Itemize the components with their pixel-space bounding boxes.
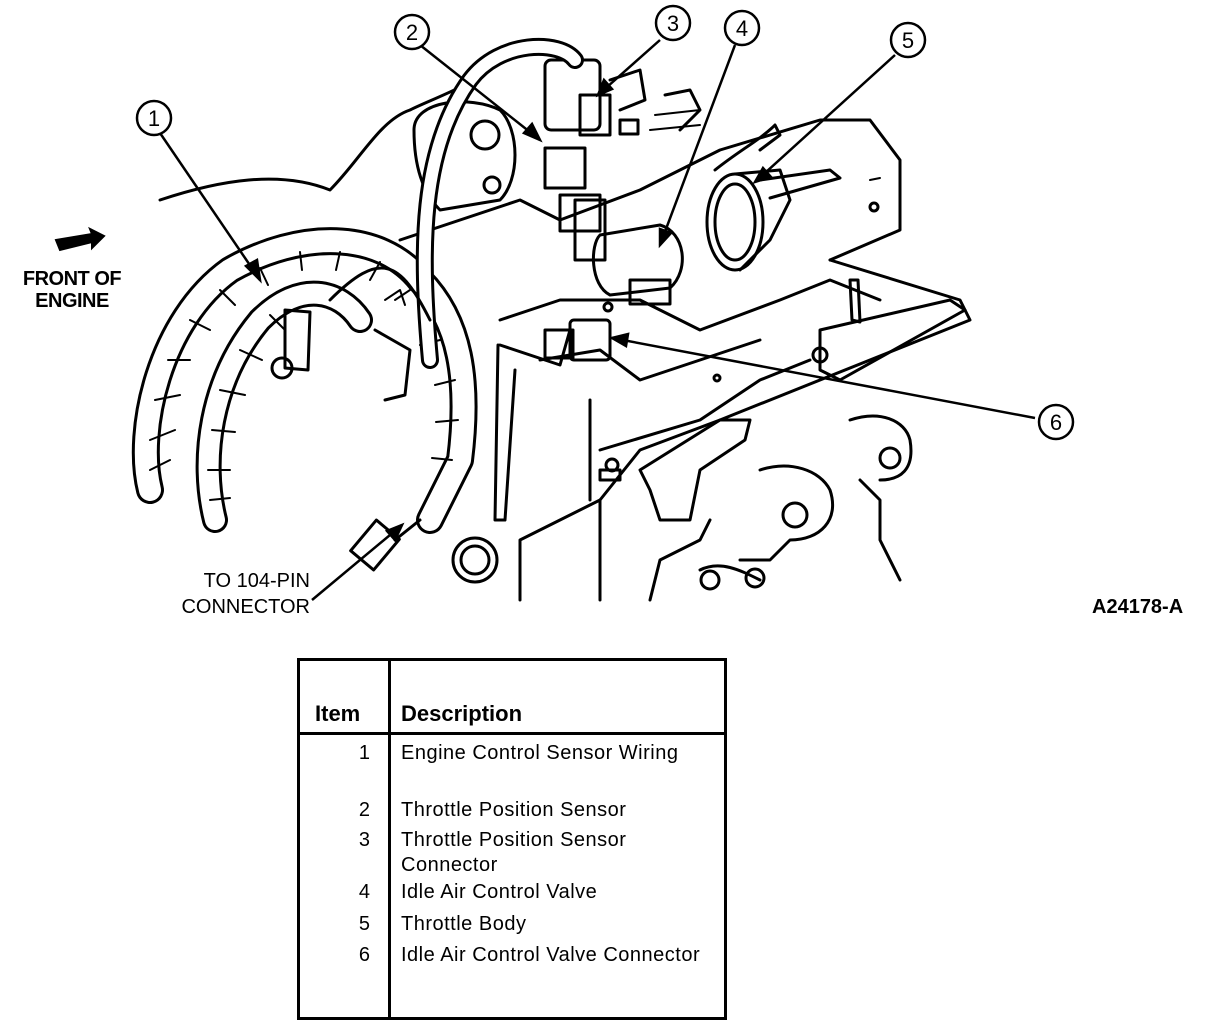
svg-text:6: 6: [1050, 410, 1062, 435]
legend-item-description: Throttle Position Sensor Connector: [401, 829, 627, 876]
callout-leaders: [158, 39, 1036, 601]
legend-item-description: Idle Air Control Valve: [401, 881, 598, 903]
engine-diagram: 1 2 3 4 5 6: [54, 4, 1075, 602]
front-arrow-icon: [54, 226, 106, 252]
legend-item-number: 4: [358, 881, 370, 903]
legend-item-description: Engine Control Sensor Wiring: [401, 742, 679, 764]
legend-item-number: 1: [358, 742, 370, 764]
figure-id: A24178-A: [1092, 596, 1184, 618]
legend-item-description: Idle Air Control Valve Connector: [401, 944, 701, 966]
callout-3: 3: [654, 4, 692, 42]
svg-text:5: 5: [902, 28, 914, 53]
engine-illustration: [131, 37, 972, 602]
svg-text:3: 3: [667, 11, 679, 36]
legend-header-description: Description: [401, 701, 523, 726]
callout-2: 2: [393, 13, 431, 51]
legend-column-divider: [388, 661, 391, 1017]
legend-item-number: 3: [358, 829, 370, 851]
callout-5: 5: [889, 21, 927, 59]
legend-header-divider: [300, 732, 724, 735]
legend-item-number: 2: [358, 799, 370, 821]
callout-1: 1: [135, 99, 173, 137]
legend-header-item: Item: [315, 701, 361, 726]
front-of-engine-line2: ENGINE: [35, 290, 109, 312]
connector-note-line2: CONNECTOR: [181, 596, 310, 618]
legend-item-description: Throttle Position Sensor: [401, 799, 627, 821]
legend-item-description: Throttle Body: [401, 913, 527, 935]
connector-note: TO 104-PIN CONNECTOR: [150, 568, 310, 620]
legend-item-number: 6: [358, 944, 370, 966]
front-of-engine-line1: FRONT OF: [22, 268, 122, 290]
connector-note-line1: TO 104-PIN: [203, 570, 310, 592]
svg-text:1: 1: [148, 106, 160, 131]
callout-4: 4: [723, 9, 761, 47]
front-of-engine-label: FRONT OF ENGINE: [2, 268, 142, 312]
legend-table: Item Description 1 Engine Control Sensor…: [297, 658, 727, 1020]
svg-text:2: 2: [406, 20, 418, 45]
legend-item-number: 5: [358, 913, 370, 935]
callout-6: 6: [1037, 403, 1075, 441]
svg-text:4: 4: [736, 16, 748, 41]
